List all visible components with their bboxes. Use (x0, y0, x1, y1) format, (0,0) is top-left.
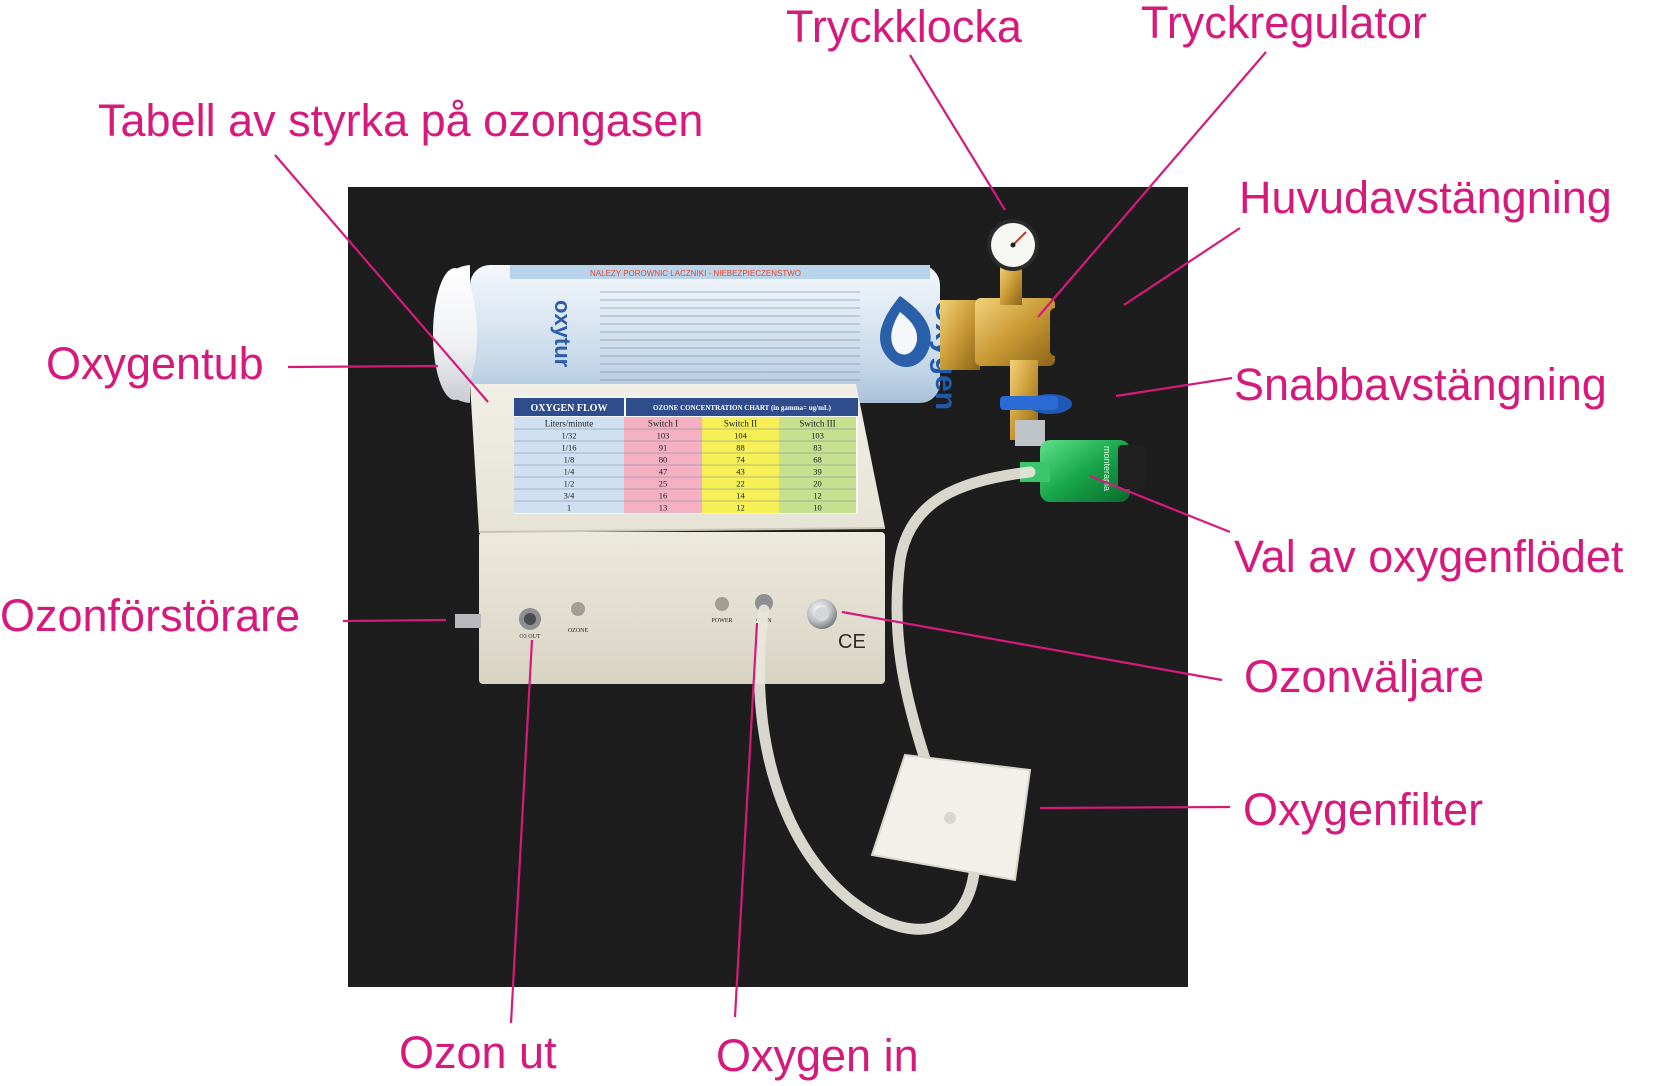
chart-cell: 1/16 (561, 443, 576, 453)
label-huvudavstangning: Huvudavstängning (1239, 172, 1612, 223)
oxygen-flow-header: OXYGEN FLOW (531, 403, 608, 414)
leader-tabell (274, 154, 489, 403)
label-ozonvaljare: Ozonväljare (1244, 651, 1485, 702)
chart-column-header: Switch I (648, 419, 678, 429)
o3-out-label: O3 OUT (519, 634, 540, 640)
ce-mark: CE (838, 631, 866, 653)
leader-snabbavstangning (1115, 376, 1233, 398)
cylinder-side-text: oxytur (550, 300, 575, 368)
leader-val-oxygenflodet (1089, 474, 1231, 534)
label-tryckklocka: Tryckklocka (786, 1, 1022, 52)
label-tabell: Tabell av styrka på ozongasen (98, 95, 704, 146)
chart-cell: 83 (813, 443, 822, 453)
leader-tryckregulator (1037, 51, 1267, 318)
chart-cell: 103 (657, 431, 670, 441)
chart-cell: 22 (736, 479, 745, 489)
chart-cell: 1/8 (564, 455, 575, 465)
label-oxygen-in: Oxygen in (716, 1030, 919, 1081)
chart-cell: 20 (813, 479, 822, 489)
ozone-destructor-fitting (455, 614, 481, 628)
oxygen-flow-selector: monterapia (1020, 440, 1146, 502)
label-ozon-ut: Ozon ut (399, 1027, 557, 1078)
flow-meter-label: monterapia (1102, 446, 1112, 491)
chart-cell: 10 (813, 503, 822, 513)
leader-oxygentub (287, 364, 439, 369)
chart-column-header: Liters/minute (545, 419, 594, 429)
ozone-concentration-chart: OXYGEN FLOW OZONE CONCENTRATION CHART (i… (514, 396, 858, 514)
leader-ozonvaljare (841, 610, 1223, 682)
label-oxygenfilter: Oxygenfilter (1243, 784, 1484, 835)
label-oxygentub: Oxygentub (46, 338, 264, 389)
chart-cell: 13 (659, 503, 668, 513)
chart-cell: 103 (811, 431, 824, 441)
leader-ozon-ut (509, 639, 534, 1024)
concentration-chart-header: OZONE CONCENTRATION CHART (in gamma= ug/… (653, 404, 832, 412)
chart-cell: 12 (736, 503, 745, 513)
chart-cell: 25 (659, 479, 668, 489)
chart-cell: 1/2 (564, 479, 575, 489)
power-label: POWER (712, 618, 733, 624)
leader-ozonforstorare (342, 618, 447, 623)
chart-cell: 14 (736, 491, 745, 501)
chart-cell: 1/32 (561, 431, 576, 441)
chart-cell: 47 (659, 467, 668, 477)
oxygen-filter (870, 753, 1032, 882)
chart-cell: 68 (813, 455, 822, 465)
chart-cell: 74 (736, 455, 745, 465)
leader-huvudavstangning (1123, 227, 1241, 306)
oxygen-cylinder: NALEZY POROWNIC LACZNIKI - NIEBEZPIECZEN… (433, 265, 962, 410)
chart-cell: 16 (659, 491, 668, 501)
chart-cell: 91 (659, 443, 668, 453)
silicone-tubing (753, 466, 1036, 935)
chart-cell: 104 (734, 431, 748, 441)
leader-lines (274, 51, 1267, 1024)
chart-column-header: Switch III (799, 419, 835, 429)
chart-cell: 88 (736, 443, 745, 453)
label-tryckregulator: Tryckregulator (1141, 0, 1427, 48)
leader-oxygenfilter (1039, 805, 1231, 810)
label-snabbavstangning: Snabbavstängning (1234, 359, 1607, 410)
chart-column-header: Switch II (724, 419, 757, 429)
chart-cell: 1/4 (564, 467, 576, 477)
pressure-gauge (987, 219, 1039, 271)
regulator-assembly (940, 265, 1098, 446)
chart-cell: 39 (813, 467, 822, 477)
chart-cell: 3/4 (564, 491, 576, 501)
ozone-generator: OXYGEN FLOW OZONE CONCENTRATION CHART (i… (455, 384, 886, 684)
chart-cell: 12 (813, 491, 822, 501)
leader-oxygen-in (733, 622, 759, 1018)
cylinder-warning-strip: NALEZY POROWNIC LACZNIKI - NIEBEZPIECZEN… (590, 269, 801, 278)
leader-tryckklocka (909, 54, 1006, 211)
label-ozonforstorare: Ozonförstörare (0, 590, 301, 641)
chart-cell: 80 (659, 455, 668, 465)
chart-cell: 1 (567, 503, 571, 513)
chart-cell: 43 (736, 467, 745, 477)
label-val-oxygenflodet: Val av oxygenflödet (1234, 531, 1624, 582)
ozone-led-label: OZONE (568, 628, 589, 634)
